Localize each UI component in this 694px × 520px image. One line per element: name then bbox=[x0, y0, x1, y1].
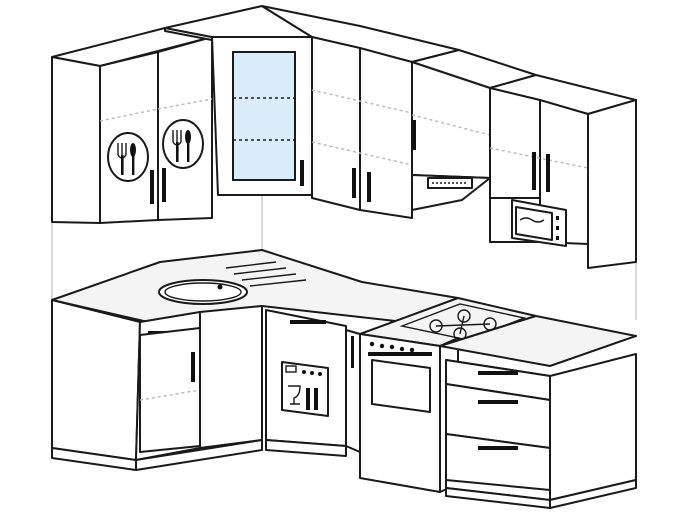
microwave bbox=[511, 199, 567, 247]
cutlery-icon bbox=[107, 132, 149, 182]
corner-glass-cabinet bbox=[164, 5, 313, 196]
lower-cabinets-left bbox=[51, 249, 459, 471]
gas-hob bbox=[399, 303, 527, 341]
drawer-unit bbox=[439, 315, 637, 509]
upper-cabinets-right bbox=[261, 5, 637, 269]
drainer bbox=[225, 261, 307, 287]
wall-guides bbox=[51, 195, 637, 320]
dishwasher bbox=[265, 309, 361, 453]
sink bbox=[158, 279, 248, 305]
dishwasher-icon bbox=[281, 361, 329, 417]
cutlery-icon bbox=[162, 119, 204, 169]
range-hood bbox=[411, 174, 491, 211]
upper-cabinets-left bbox=[51, 27, 213, 224]
